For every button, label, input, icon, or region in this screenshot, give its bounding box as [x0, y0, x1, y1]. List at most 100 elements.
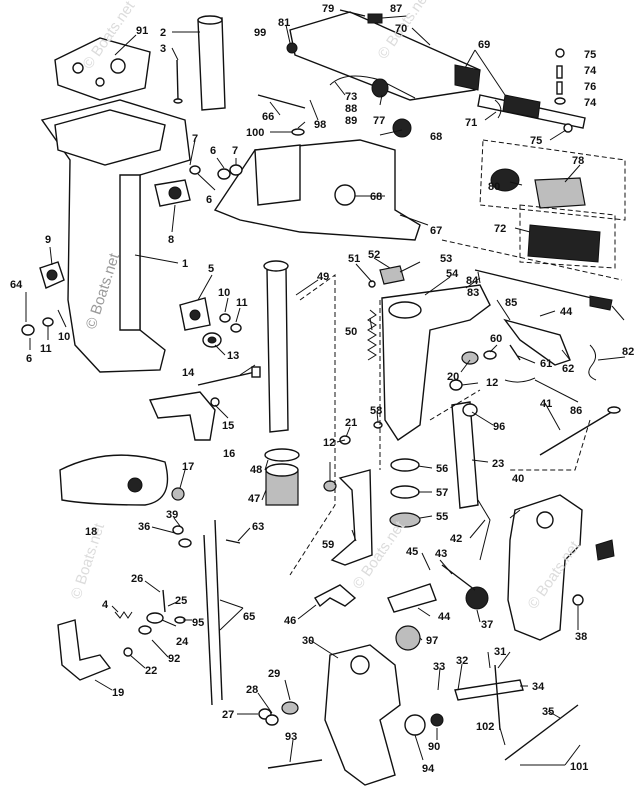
steering-bracket-67 — [213, 139, 421, 241]
gasket-plate-91 — [54, 37, 151, 101]
callout-94: 94 — [422, 763, 435, 775]
callout-25: 25 — [175, 595, 187, 607]
cover-18 — [59, 454, 169, 506]
callout-64: 64 — [10, 279, 23, 291]
callout-36: 36 — [138, 521, 150, 533]
tube-2 — [197, 17, 226, 111]
callout-1: 1 — [182, 258, 188, 270]
callout-60: 60 — [490, 333, 502, 345]
grip-78 — [534, 177, 586, 209]
callout-26: 26 — [131, 573, 143, 585]
callout-72: 72 — [494, 223, 506, 235]
callout-88: 88 — [345, 103, 357, 115]
callout-59: 59 — [322, 539, 334, 551]
callout-78: 78 — [572, 155, 584, 167]
callout-9: 9 — [45, 234, 51, 246]
callout-71: 71 — [465, 117, 477, 129]
callout-35: 35 — [542, 706, 554, 718]
callout-13: 13 — [227, 350, 239, 362]
swivel-bracket-54 — [381, 284, 491, 441]
callout-32: 32 — [456, 655, 468, 667]
callout-33: 33 — [433, 661, 445, 673]
callout-46: 46 — [284, 615, 296, 627]
callout-28: 28 — [246, 684, 258, 696]
clamp-bracket-40 — [507, 494, 583, 641]
callout-89: 89 — [345, 115, 357, 127]
callout-2: 2 — [160, 27, 166, 39]
callout-98: 98 — [314, 119, 326, 131]
callout-45: 45 — [406, 546, 418, 558]
bracket-15 — [148, 391, 216, 441]
callout-40: 40 — [512, 473, 524, 485]
callout-50: 50 — [345, 326, 357, 338]
callout-68: 68 — [430, 131, 442, 143]
callout-6b: 6 — [206, 194, 212, 206]
callout-10: 10 — [218, 287, 230, 299]
clamp-bracket-30 — [324, 644, 401, 786]
callout-57: 57 — [436, 487, 448, 499]
callout-102: 102 — [476, 721, 494, 733]
callout-29: 29 — [268, 668, 280, 680]
callout-11b: 11 — [40, 343, 52, 355]
callout-67: 67 — [430, 225, 442, 237]
callout-18: 18 — [85, 526, 97, 538]
callout-52: 52 — [368, 249, 380, 261]
callout-73: 73 — [345, 91, 357, 103]
callout-47: 47 — [248, 493, 260, 505]
callout-39: 39 — [166, 509, 178, 521]
callout-15: 15 — [222, 420, 234, 432]
callout-44b: 44 — [438, 611, 451, 623]
callout-6: 6 — [210, 145, 216, 157]
callout-74: 74 — [584, 65, 597, 77]
callout-66: 66 — [262, 111, 274, 123]
callout-76: 76 — [584, 81, 596, 93]
callout-38: 38 — [575, 631, 587, 643]
lever-19 — [57, 619, 112, 681]
callout-24: 24 — [176, 636, 189, 648]
callout-63: 63 — [252, 521, 264, 533]
callout-81: 81 — [278, 17, 290, 29]
callout-95: 95 — [192, 617, 204, 629]
callout-65: 65 — [243, 611, 255, 623]
callout-86: 86 — [570, 405, 582, 417]
callout-51: 51 — [348, 253, 360, 265]
callout-62: 62 — [562, 363, 574, 375]
callout-17: 17 — [182, 461, 194, 473]
callout-49: 49 — [317, 271, 329, 283]
callout-21: 21 — [345, 417, 357, 429]
callout-53: 53 — [440, 253, 452, 265]
bracket-59 — [330, 469, 373, 566]
callout-93: 93 — [285, 731, 297, 743]
callout-79: 79 — [322, 3, 334, 15]
callout-83: 83 — [467, 287, 479, 299]
callout-23: 23 — [492, 458, 504, 470]
callout-19: 19 — [112, 687, 124, 699]
callout-27: 27 — [222, 709, 234, 721]
callout-54: 54 — [446, 268, 459, 280]
callout-56: 56 — [436, 463, 448, 475]
callout-42: 42 — [450, 533, 462, 545]
callout-99: 99 — [254, 27, 266, 39]
callout-84: 84 — [466, 275, 479, 287]
steering-tube-49 — [266, 267, 289, 433]
leader-lines — [25, 15, 626, 766]
callout-31: 31 — [494, 646, 506, 658]
callout-61: 61 — [540, 358, 552, 370]
alignment-lines — [289, 139, 626, 576]
callout-7: 7 — [192, 133, 198, 145]
callout-30: 30 — [302, 635, 314, 647]
callout-12: 12 — [486, 377, 498, 389]
callout-82: 82 — [622, 346, 634, 358]
callout-58: 58 — [370, 405, 382, 417]
callout-100: 100 — [246, 127, 264, 139]
part-drawings — [21, 9, 621, 786]
callout-55: 55 — [436, 511, 448, 523]
callout-44: 44 — [560, 306, 573, 318]
callout-labels: 1 2 3 4 5 6 6 6 7 7 8 9 10 10 11 11 12 1… — [10, 3, 634, 775]
callout-20: 20 — [447, 371, 459, 383]
callout-85: 85 — [505, 297, 517, 309]
callout-75: 75 — [584, 49, 596, 61]
callout-22: 22 — [145, 665, 157, 677]
callout-68b: 68 — [370, 191, 382, 203]
